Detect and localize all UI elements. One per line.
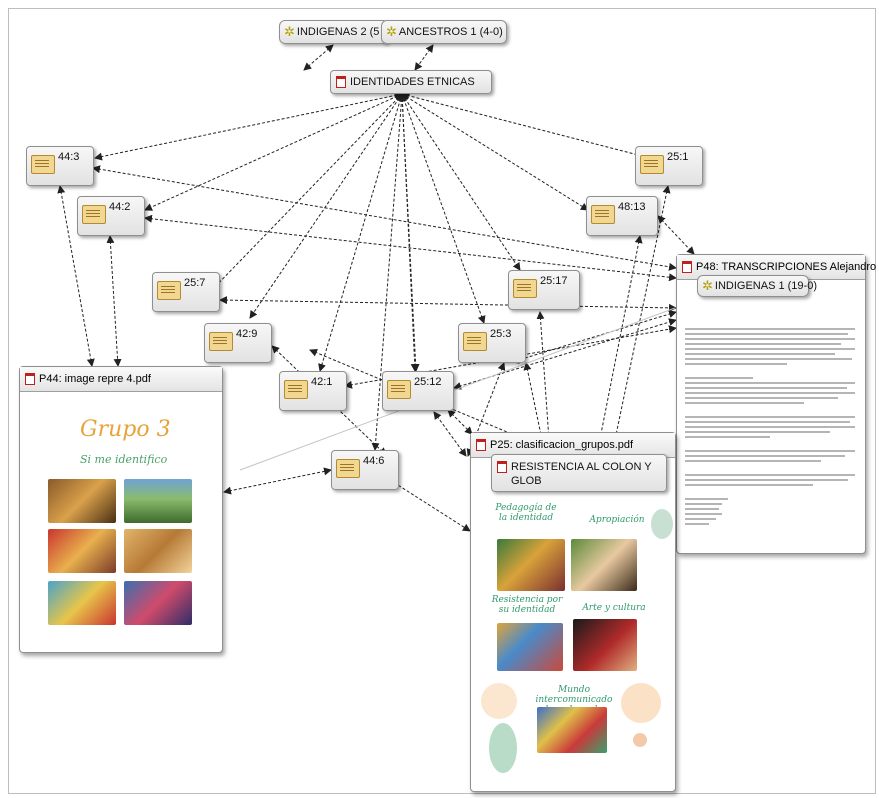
document-p44-image[interactable]: P44: image repre 4.pdf Grupo 3 Si me ide… <box>19 366 223 653</box>
section-resistencia: Resistencia por su identidad <box>491 595 563 615</box>
relation-link <box>389 479 471 532</box>
relation-link <box>239 307 676 471</box>
photo-tortillas <box>124 529 192 573</box>
decor-circle <box>633 733 647 747</box>
quotation-icon <box>387 380 411 399</box>
photo-dancers <box>48 581 116 625</box>
code-node-ancestros-1[interactable]: ✲ ANCESTROS 1 (4-0) <box>381 20 507 44</box>
relation-link <box>219 296 677 312</box>
quote-node-44-6[interactable]: 44:6 <box>331 450 399 490</box>
quotation-icon <box>640 155 664 174</box>
photo-forest <box>124 479 192 523</box>
group-subheading: Si me identifico <box>80 453 168 466</box>
document-title: P44: image repre 4.pdf <box>39 373 151 385</box>
relation-link <box>401 93 589 211</box>
photo-mural <box>497 623 563 671</box>
code-node-resistencia-al-colon[interactable]: RESISTENCIA AL COLON Y GLOB <box>491 454 667 492</box>
quote-node-25-7[interactable]: 25:7 <box>152 272 220 312</box>
relation-link <box>318 93 404 372</box>
quotation-icon <box>82 205 106 224</box>
photo-singer <box>573 619 637 671</box>
relation-link <box>398 93 420 372</box>
relation-link <box>303 44 334 71</box>
pdf-icon <box>497 461 507 473</box>
pdf-icon <box>476 439 486 451</box>
document-group-identidades-etnicas[interactable]: IDENTIDADES ETNICAS <box>330 70 492 94</box>
code-node-indigenas-2[interactable]: ✲ INDIGENAS 2 (5 <box>279 20 389 44</box>
quote-node-42-9[interactable]: 42:9 <box>204 323 272 363</box>
pdf-icon <box>25 373 35 385</box>
decor-circle <box>489 723 517 773</box>
relation-link <box>57 185 95 367</box>
code-icon: ✲ <box>386 24 397 39</box>
decor-circle <box>481 683 517 719</box>
group-heading: Grupo 3 <box>80 417 171 442</box>
quote-node-42-1[interactable]: 42:1 <box>279 371 347 411</box>
section-arte: Arte y cultura <box>582 603 646 613</box>
quotation-icon <box>31 155 55 174</box>
quotation-icon <box>591 205 615 224</box>
quotation-icon <box>157 281 181 300</box>
code-icon: ✲ <box>702 278 713 293</box>
photo-food <box>48 479 116 523</box>
quotation-icon <box>463 332 487 351</box>
relation-link <box>433 411 467 457</box>
relation-link <box>223 467 332 495</box>
relation-link <box>249 93 403 319</box>
decor-circle <box>621 683 661 723</box>
quotation-icon <box>209 332 233 351</box>
pdf-icon <box>682 261 692 273</box>
quote-node-44-3[interactable]: 44:3 <box>26 146 94 186</box>
relation-link <box>94 91 403 161</box>
relation-link <box>447 409 473 435</box>
photo-crowd <box>124 581 192 625</box>
code-node-indigenas-1[interactable]: ✲ INDIGENAS 1 (19-0) <box>697 275 817 297</box>
section-apropiacion: Apropiación <box>589 515 645 525</box>
quote-node-25-12[interactable]: 25:12 <box>382 371 454 411</box>
photo-apropiacion <box>571 539 637 591</box>
relation-link <box>401 91 651 161</box>
transcript-text-preview <box>685 325 855 528</box>
relation-link <box>466 362 506 457</box>
photo-pedagogia <box>497 539 565 591</box>
relation-link <box>511 310 677 364</box>
relation-link <box>106 235 122 367</box>
document-p48-transcripciones[interactable]: P48: TRANSCRIPCIONES Alejandro <box>676 254 876 554</box>
quote-node-48-13[interactable]: 48:13 <box>586 196 658 236</box>
quotation-icon <box>336 459 360 478</box>
relation-link <box>144 93 403 211</box>
document-p25-clasificacion-grupos[interactable]: P25: clasificacion_grupos.pdf Pedagogía … <box>470 432 676 792</box>
document-title: P25: clasificacion_grupos.pdf <box>490 439 634 451</box>
relation-link <box>144 214 677 282</box>
decor-circle <box>651 509 673 539</box>
quote-node-44-2[interactable]: 44:2 <box>77 196 145 236</box>
quote-node-25-17[interactable]: 25:17 <box>508 270 580 310</box>
document-title: P48: TRANSCRIPCIONES Alejandro <box>696 261 877 273</box>
quote-node-25-1[interactable]: 25:1 <box>635 146 703 186</box>
relation-link <box>414 44 434 71</box>
quotation-icon <box>513 279 537 298</box>
code-icon: ✲ <box>284 24 295 39</box>
section-pedagogia: Pedagogía de la identidad <box>495 503 557 523</box>
relation-link <box>400 93 486 324</box>
quote-node-25-3[interactable]: 25:3 <box>458 323 526 363</box>
relation-link <box>271 345 387 456</box>
pdf-icon <box>336 76 346 88</box>
relation-link <box>401 93 521 271</box>
photo-handshake <box>537 707 607 753</box>
relation-link <box>657 215 695 255</box>
photo-children <box>48 529 116 573</box>
quotation-icon <box>284 380 308 399</box>
